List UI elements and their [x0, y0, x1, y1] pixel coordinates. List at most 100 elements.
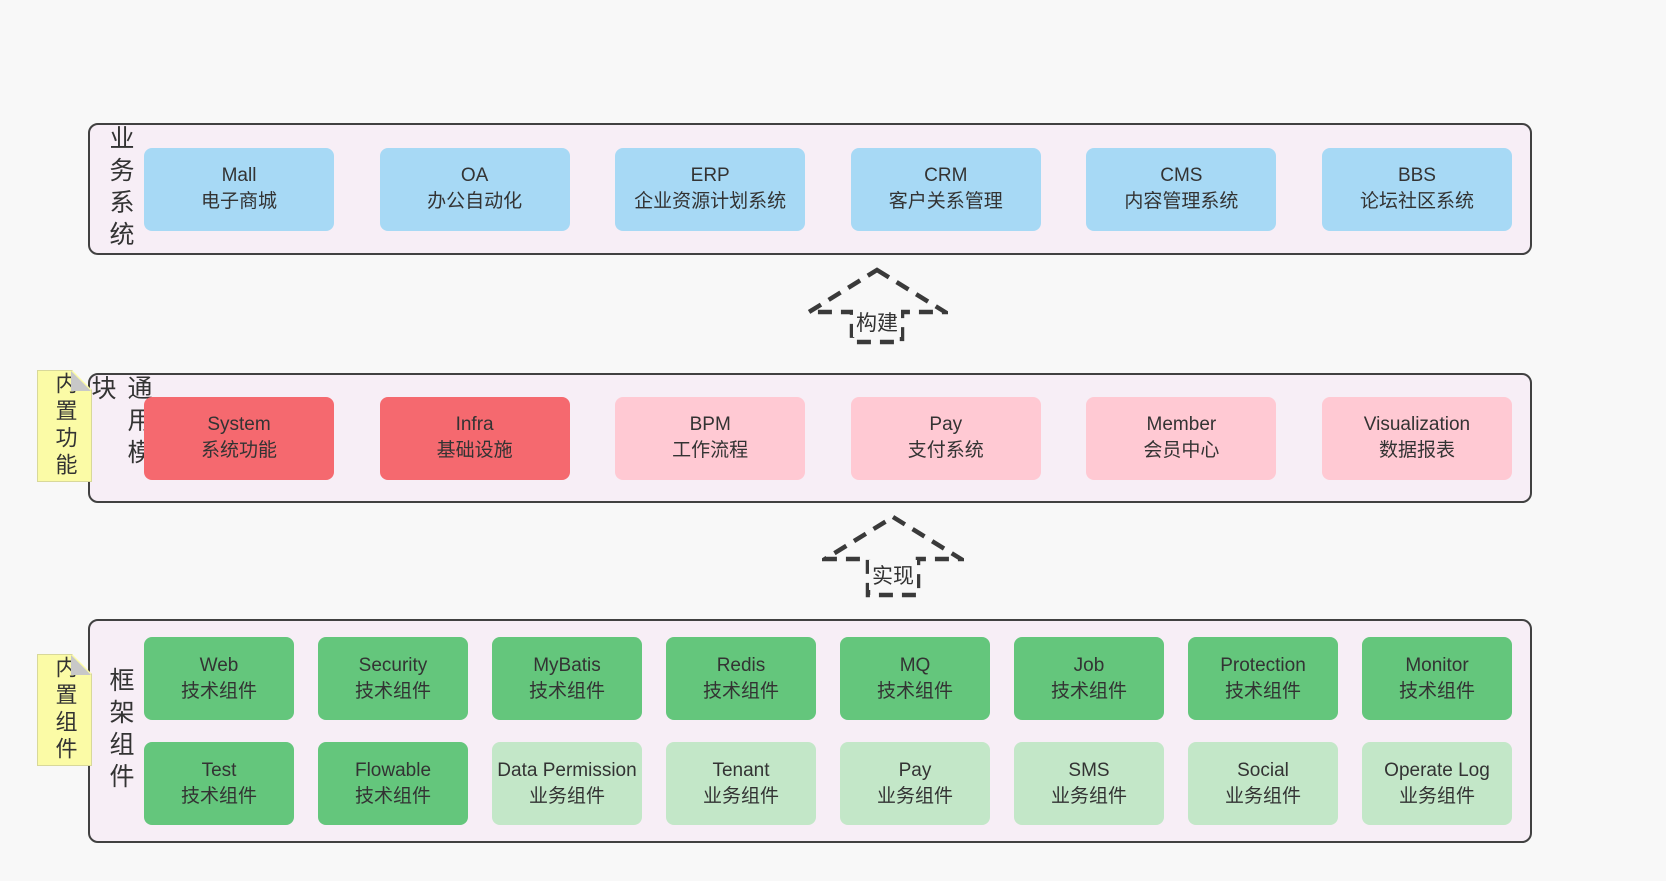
box-data-permission: Data Permission 业务组件: [492, 742, 642, 825]
box-subtitle: 业务组件: [1050, 785, 1127, 807]
section-framework-components: 框架组件 Web 技术组件 Security 技术组件 MyBatis 技术组件…: [88, 619, 1532, 843]
box-name: MQ: [899, 654, 931, 676]
box-name: OA: [460, 165, 489, 187]
box-subtitle: 业务组件: [1398, 785, 1475, 807]
box-name: CRM: [924, 165, 968, 187]
box-subtitle: 技术组件: [354, 785, 431, 807]
box-flowable: Flowable 技术组件: [318, 742, 468, 825]
box-subtitle: 会员中心: [1143, 440, 1220, 461]
box-social: Social 业务组件: [1188, 742, 1338, 825]
box-name: BPM: [689, 414, 731, 436]
box-name: Mall: [221, 165, 257, 187]
box-name: Member: [1146, 414, 1217, 436]
box-bbs: BBS 论坛社区系统: [1321, 147, 1512, 231]
box-subtitle: 业务组件: [702, 785, 779, 807]
box-mq: MQ 技术组件: [840, 637, 990, 720]
box-subtitle: 业务组件: [1224, 785, 1301, 807]
build-arrow: 构建: [806, 267, 948, 345]
build-arrow-label: 构建: [853, 307, 901, 337]
box-visualization: Visualization 数据报表: [1321, 396, 1512, 480]
box-name: MyBatis: [533, 654, 601, 676]
box-subtitle: 业务组件: [528, 785, 605, 807]
box-subtitle: 技术组件: [702, 680, 779, 702]
box-protection: Protection 技术组件: [1188, 637, 1338, 720]
box-name: Operate Log: [1384, 759, 1490, 781]
box-name: Web: [199, 654, 239, 676]
box-subtitle: 技术组件: [1050, 680, 1127, 702]
box-name: SMS: [1068, 759, 1110, 781]
modules-box-row: System 系统功能 Infra 基础设施 BPM 工作流程 Pay 支付系统…: [144, 375, 1530, 501]
box-name: CMS: [1160, 165, 1203, 187]
box-name: Security: [358, 654, 428, 676]
box-web: Web 技术组件: [144, 637, 294, 720]
box-erp: ERP 企业资源计划系统: [615, 147, 806, 231]
box-name: Redis: [716, 654, 766, 676]
box-subtitle: 数据报表: [1378, 440, 1455, 461]
box-name: Social: [1237, 759, 1289, 781]
box-pay-biz: Pay 业务组件: [840, 742, 990, 825]
box-subtitle: 技术组件: [1224, 680, 1301, 702]
box-job: Job 技术组件: [1014, 637, 1164, 720]
section-label-business: 业务系统: [106, 125, 134, 253]
components-box-grid: Web 技术组件 Security 技术组件 MyBatis 技术组件 Redi…: [144, 621, 1530, 841]
box-name: Data Permission: [497, 759, 637, 781]
sticky-note-built-in-components: 内置组件: [37, 654, 92, 766]
box-name: Job: [1073, 654, 1105, 676]
box-subtitle: 工作流程: [672, 440, 749, 461]
box-name: Infra: [455, 414, 494, 436]
box-subtitle: 办公自动化: [427, 191, 523, 212]
box-name: Test: [201, 759, 237, 781]
box-system: System 系统功能: [144, 396, 334, 480]
box-test: Test 技术组件: [144, 742, 294, 825]
implement-arrow-label: 实现: [869, 560, 917, 590]
box-subtitle: 技术组件: [1398, 680, 1475, 702]
box-name: ERP: [690, 165, 730, 187]
box-security: Security 技术组件: [318, 637, 468, 720]
box-name: Visualization: [1363, 414, 1471, 436]
box-subtitle: 技术组件: [876, 680, 953, 702]
implement-arrow: 实现: [822, 514, 964, 598]
section-label-components: 框架组件: [106, 667, 134, 795]
box-name: BBS: [1397, 165, 1436, 187]
box-infra: Infra 基础设施: [379, 396, 570, 480]
box-pay: Pay 支付系统: [850, 396, 1041, 480]
arrow-up-dashed-icon: [822, 514, 964, 598]
box-subtitle: 系统功能: [200, 440, 277, 461]
box-mybatis: MyBatis 技术组件: [492, 637, 642, 720]
box-name: Pay: [929, 414, 963, 436]
box-mall: Mall 电子商城: [144, 147, 334, 231]
box-subtitle: 支付系统: [907, 440, 984, 461]
box-subtitle: 技术组件: [180, 680, 257, 702]
box-name: Flowable: [354, 759, 432, 781]
box-member: Member 会员中心: [1086, 396, 1277, 480]
section-label-modules: 通用模块: [88, 375, 152, 471]
box-subtitle: 内容管理系统: [1124, 191, 1239, 212]
box-subtitle: 技术组件: [354, 680, 431, 702]
box-subtitle: 业务组件: [876, 785, 953, 807]
box-sms: SMS 业务组件: [1014, 742, 1164, 825]
box-crm: CRM 客户关系管理: [850, 147, 1041, 231]
box-oa: OA 办公自动化: [379, 147, 570, 231]
section-business-systems: 业务系统 Mall 电子商城 OA 办公自动化 ERP 企业资源计划系统 CRM…: [88, 123, 1532, 255]
box-subtitle: 技术组件: [180, 785, 257, 807]
box-name: Monitor: [1405, 654, 1469, 676]
box-subtitle: 企业资源计划系统: [634, 191, 787, 212]
section-common-modules: 通用模块 System 系统功能 Infra 基础设施 BPM 工作流程 Pay…: [88, 373, 1532, 503]
box-operate-log: Operate Log 业务组件: [1362, 742, 1512, 825]
box-name: System: [207, 414, 271, 436]
sticky-note-built-in-features: 内置功能: [37, 370, 92, 482]
box-subtitle: 基础设施: [436, 440, 513, 461]
box-redis: Redis 技术组件: [666, 637, 816, 720]
box-cms: CMS 内容管理系统: [1086, 147, 1277, 231]
box-name: Pay: [898, 759, 932, 781]
box-subtitle: 电子商城: [200, 191, 277, 212]
box-subtitle: 论坛社区系统: [1359, 191, 1474, 212]
box-subtitle: 客户关系管理: [888, 191, 1003, 212]
box-monitor: Monitor 技术组件: [1362, 637, 1512, 720]
business-box-row: Mall 电子商城 OA 办公自动化 ERP 企业资源计划系统 CRM 客户关系…: [144, 125, 1530, 253]
box-subtitle: 技术组件: [528, 680, 605, 702]
box-name: Tenant: [712, 759, 770, 781]
box-tenant: Tenant 业务组件: [666, 742, 816, 825]
box-name: Protection: [1220, 654, 1306, 676]
box-bpm: BPM 工作流程: [615, 396, 806, 480]
